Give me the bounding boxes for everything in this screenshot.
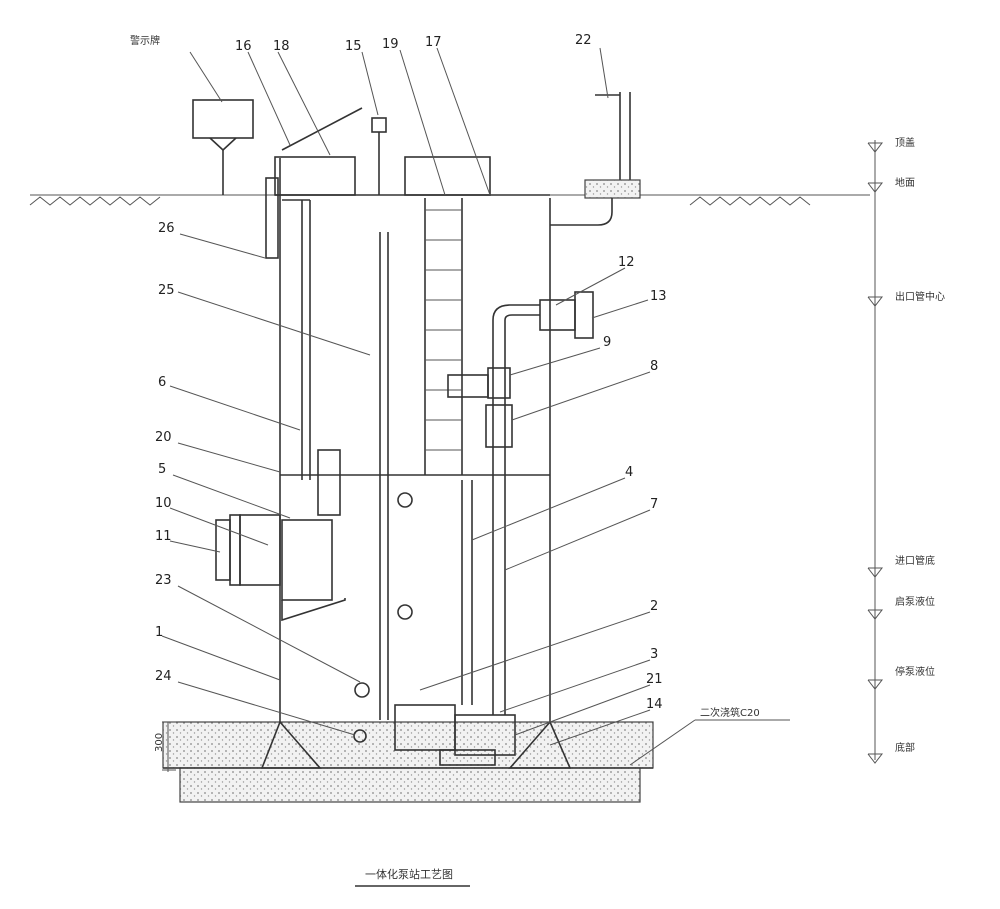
- outlet-flange: [574, 291, 594, 339]
- part-10: 10: [155, 496, 172, 511]
- leader-lines: [161, 47, 651, 746]
- grinder-motor: [317, 449, 341, 516]
- part-7: 7: [650, 497, 658, 512]
- concrete-note: 二次浇筑C20: [700, 706, 760, 719]
- drawing-title: 一体化泵站工艺图: [365, 867, 453, 881]
- part-12: 12: [618, 255, 635, 270]
- discharge-pipe: [447, 291, 594, 715]
- part-9: 9: [603, 335, 611, 350]
- part-1: 1: [155, 625, 163, 640]
- warning-sign-label: 警示牌: [130, 34, 160, 47]
- float-switch-3: [354, 682, 370, 698]
- part-13: 13: [650, 289, 667, 304]
- vent-lid: [281, 107, 363, 151]
- elevation-label-0: 顶盖: [895, 136, 915, 149]
- elevation-label-1: 地面: [895, 176, 915, 189]
- part-11: 11: [155, 529, 172, 544]
- valve-handwheel: [447, 374, 489, 398]
- elevation-label-4: 启泵液位: [895, 595, 935, 608]
- part-8: 8: [650, 359, 658, 374]
- elevation-label-6: 底部: [895, 741, 915, 754]
- elevation-label-3: 进口管底: [895, 554, 935, 567]
- part-2: 2: [650, 599, 658, 614]
- grinder-basket: [281, 519, 333, 601]
- inlet-pipe: [215, 449, 346, 622]
- ladder: [424, 198, 463, 475]
- submersible-pump: [353, 704, 516, 766]
- part-4: 4: [625, 465, 633, 480]
- part-25: 25: [158, 283, 175, 298]
- control-cabinet-bracket: [265, 177, 279, 259]
- part-17: 17: [425, 35, 442, 50]
- part-21: 21: [646, 672, 663, 687]
- part-19: 19: [382, 37, 399, 52]
- part-22: 22: [575, 33, 592, 48]
- elevation-label-5: 停泵液位: [895, 665, 935, 678]
- ground-hatch-left: [29, 196, 161, 206]
- base-concrete-upper: [162, 721, 654, 769]
- dimension-label: 300: [154, 733, 165, 752]
- part-26: 26: [158, 221, 175, 236]
- tank-shell: [260, 158, 572, 769]
- gate-valve: [485, 404, 513, 448]
- part-24: 24: [155, 669, 172, 684]
- ground-hatch-right: [689, 196, 811, 206]
- top-cover: [274, 107, 550, 196]
- part-16: 16: [235, 39, 252, 54]
- warning-sign: [192, 99, 254, 195]
- part-18: 18: [273, 39, 290, 54]
- vent-pipe-cap: [371, 117, 387, 133]
- part-23: 23: [155, 573, 172, 588]
- part-15: 15: [345, 39, 362, 54]
- float-switch-2: [397, 604, 413, 620]
- part-3: 3: [650, 647, 658, 662]
- part-5: 5: [158, 462, 166, 477]
- part-6: 6: [158, 375, 166, 390]
- check-valve: [487, 367, 511, 399]
- base-concrete-lower: [179, 767, 641, 803]
- elevation-label-2: 出口管中心: [895, 290, 945, 303]
- elevation-markers: [867, 142, 884, 764]
- flush-pipe-22: [550, 92, 641, 226]
- float-switch-1: [397, 492, 413, 508]
- part-14: 14: [646, 697, 663, 712]
- part-20: 20: [155, 430, 172, 445]
